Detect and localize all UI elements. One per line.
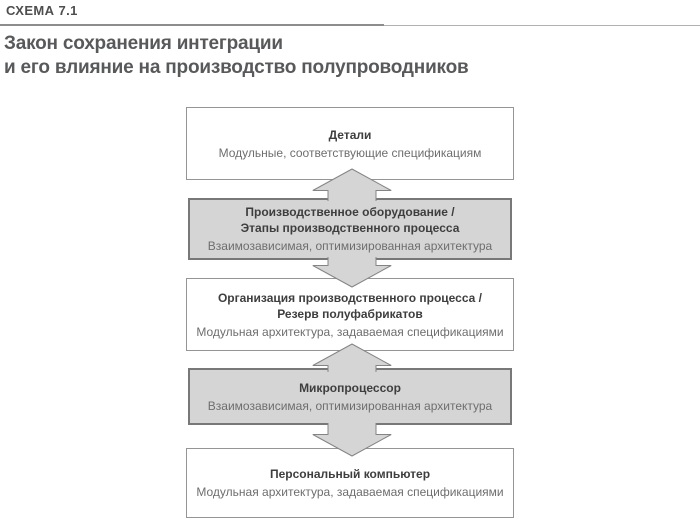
header-rule bbox=[0, 24, 700, 27]
box-process-organization-title-line-1: Организация производственного процесса / bbox=[217, 290, 483, 305]
figure-title-line-2: и его влияние на производство полупровод… bbox=[4, 57, 469, 78]
box-parts-title: Детали bbox=[329, 127, 372, 143]
box-microprocessor-subtitle: Взаимозависимая, оптимизированная архите… bbox=[207, 398, 493, 413]
box-equipment-title-line-2: Этапы производственного процесса bbox=[240, 221, 460, 235]
figure-title-line-1: Закон сохранения интеграции bbox=[4, 33, 283, 54]
up-arrow-2 bbox=[312, 343, 392, 372]
box-personal-computer: Персональный компьютер Модульная архитек… bbox=[186, 448, 514, 518]
box-parts: Детали Модульные, соответствующие специф… bbox=[186, 107, 514, 180]
box-microprocessor-title-line: Микропроцессор bbox=[299, 380, 401, 395]
box-microprocessor-title: Микропроцессор bbox=[299, 380, 401, 396]
box-process-organization: Организация производственного процесса /… bbox=[186, 278, 514, 351]
box-equipment-subtitle: Взаимозависимая, оптимизированная архите… bbox=[207, 239, 493, 253]
box-personal-computer-title: Персональный компьютер bbox=[270, 466, 430, 482]
header-rule-dark bbox=[0, 24, 384, 26]
box-parts-title-line: Детали bbox=[328, 127, 372, 142]
box-equipment: Производственное оборудование / Этапы пр… bbox=[188, 198, 512, 260]
figure-label: СХЕМА 7.1 bbox=[6, 3, 78, 18]
box-parts-subtitle: Модульные, соответствующие спецификациям bbox=[218, 145, 482, 160]
figure-title: Закон сохранения интеграции и его влияни… bbox=[4, 32, 469, 80]
box-microprocessor: Микропроцессор Взаимозависимая, оптимизи… bbox=[188, 368, 512, 425]
box-equipment-title-line-1: Производственное оборудование / bbox=[245, 205, 455, 219]
box-personal-computer-subtitle: Модульная архитектура, задаваемая специф… bbox=[196, 485, 504, 499]
up-arrow-1 bbox=[312, 168, 392, 201]
box-personal-computer-title-line: Персональный компьютер bbox=[269, 467, 431, 481]
box-equipment-title: Производственное оборудование / Этапы пр… bbox=[241, 204, 460, 236]
box-process-organization-title-line-2: Резерв полуфабрикатов bbox=[277, 306, 423, 321]
box-process-organization-title: Организация производственного процесса /… bbox=[218, 290, 482, 322]
box-process-organization-subtitle: Модульная архитектура, задаваемая специф… bbox=[196, 324, 504, 339]
down-arrow-1 bbox=[312, 257, 392, 288]
down-arrow-2 bbox=[312, 423, 392, 457]
